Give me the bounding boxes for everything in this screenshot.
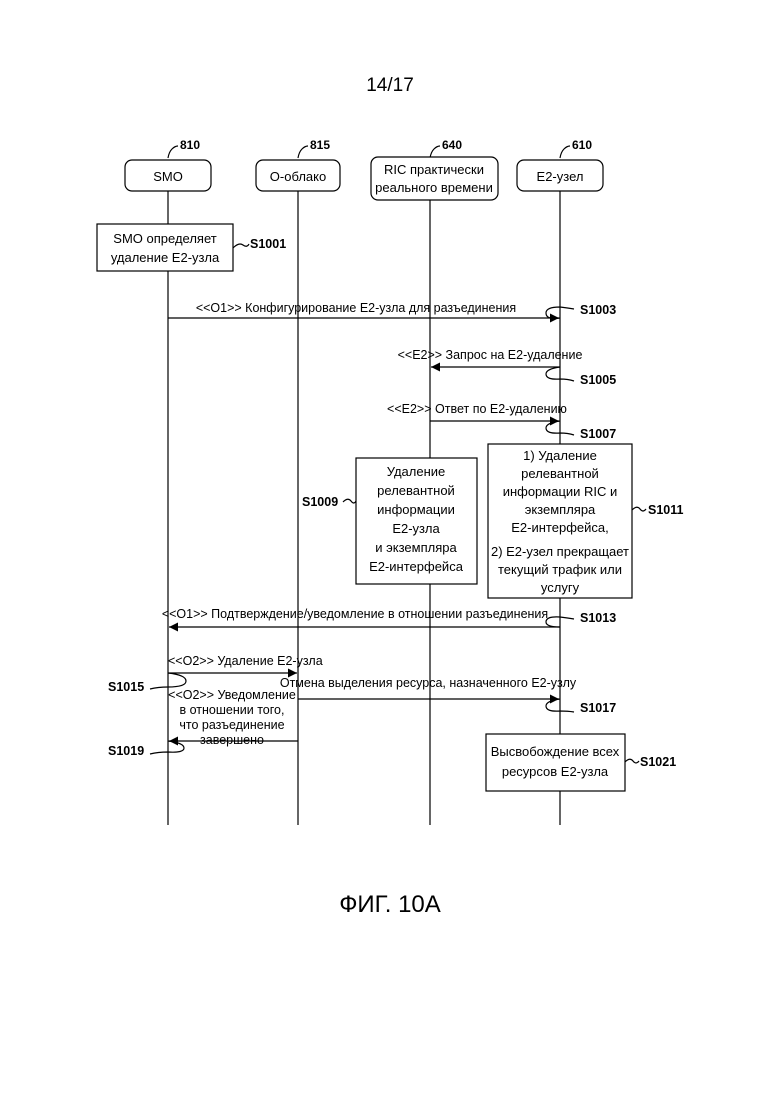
step-label-s1005: S1005 — [546, 367, 616, 387]
svg-text:640: 640 — [442, 138, 462, 152]
svg-text:экземпляра: экземпляра — [525, 502, 596, 517]
svg-text:S1009: S1009 — [302, 495, 338, 509]
entity-ref-e2node: 610 — [560, 138, 592, 158]
message-s1017: Отмена выделения ресурса, назначенного E… — [280, 676, 577, 699]
svg-text:<<E2>> Ответ по E2-удалению: <<E2>> Ответ по E2-удалению — [387, 402, 567, 416]
svg-text:610: 610 — [572, 138, 592, 152]
svg-text:S1017: S1017 — [580, 701, 616, 715]
svg-text:S1005: S1005 — [580, 373, 616, 387]
step-label-s1017: S1017 — [546, 699, 616, 715]
page-number: 14/17 — [366, 75, 414, 96]
process-box-s1001: SMO определяет удаление E2-узла — [97, 224, 233, 271]
svg-text:ресурсов E2-узла: ресурсов E2-узла — [502, 764, 609, 779]
svg-text:в отношении того,: в отношении того, — [180, 703, 285, 717]
message-s1015: <<O2>> Удаление E2-узла — [168, 654, 323, 673]
svg-text:S1013: S1013 — [580, 611, 616, 625]
svg-text:<<O1>> Конфигурирование E2-узл: <<O1>> Конфигурирование E2-узла для разъ… — [196, 301, 516, 315]
svg-text:S1015: S1015 — [108, 680, 144, 694]
step-label-s1011: S1011 — [632, 503, 684, 517]
svg-text:S1003: S1003 — [580, 303, 616, 317]
svg-text:<<O2>> Удаление E2-узла: <<O2>> Удаление E2-узла — [168, 654, 323, 668]
svg-text:что разъединение: что разъединение — [179, 718, 284, 732]
step-label-s1009: S1009 — [302, 495, 356, 509]
svg-text:информации RIC и: информации RIC и — [503, 484, 618, 499]
entity-ric: RIC практически реального времени — [371, 157, 498, 200]
svg-text:2) E2-узел прекращает: 2) E2-узел прекращает — [491, 544, 629, 559]
svg-text:S1021: S1021 — [640, 755, 676, 769]
entity-ocloud: O-облако — [256, 160, 340, 191]
process-box-s1009: Удаление релевантной информации E2-узла … — [356, 458, 477, 584]
svg-text:O-облако: O-облако — [270, 169, 326, 184]
svg-text:завершено: завершено — [200, 733, 264, 747]
svg-text:релевантной: релевантной — [377, 483, 455, 498]
entity-e2node: E2-узел — [517, 160, 603, 191]
step-label-s1007: S1007 — [546, 421, 616, 441]
process-box-s1021: Высвобождение всех ресурсов E2-узла — [486, 734, 625, 791]
step-label-s1013: S1013 — [546, 611, 616, 627]
svg-text:<<O2>> Уведомление: <<O2>> Уведомление — [168, 688, 296, 702]
entity-smo: SMO — [125, 160, 211, 191]
svg-text:RIC практически: RIC практически — [384, 162, 484, 177]
step-label-s1003: S1003 — [546, 303, 616, 318]
step-label-s1001: S1001 — [233, 237, 286, 251]
svg-text:E2-интерфейса: E2-интерфейса — [369, 559, 464, 574]
svg-text:1) Удаление: 1) Удаление — [523, 448, 597, 463]
step-label-s1021: S1021 — [625, 755, 676, 769]
svg-text:E2-интерфейса,: E2-интерфейса, — [511, 520, 608, 535]
message-s1019: <<O2>> Уведомление в отношении того, что… — [168, 688, 298, 747]
message-s1007: <<E2>> Ответ по E2-удалению — [387, 402, 567, 421]
svg-text:удаление E2-узла: удаление E2-узла — [111, 250, 220, 265]
message-s1005: <<E2>> Запрос на E2-удаление — [398, 348, 583, 367]
svg-text:услугу: услугу — [541, 580, 580, 595]
svg-text:<<O1>> Подтверждение/уведомлен: <<O1>> Подтверждение/уведомление в отнош… — [162, 607, 548, 621]
svg-text:Отмена выделения ресурса, назн: Отмена выделения ресурса, назначенного E… — [280, 676, 577, 690]
svg-text:Удаление: Удаление — [387, 464, 446, 479]
svg-text:релевантной: релевантной — [521, 466, 599, 481]
figure-caption: ФИГ. 10A — [339, 891, 441, 918]
svg-text:Высвобождение всех: Высвобождение всех — [491, 744, 620, 759]
svg-text:E2-узла: E2-узла — [392, 521, 440, 536]
message-s1013: <<O1>> Подтверждение/уведомление в отнош… — [162, 607, 560, 627]
entity-ref-ric: 640 — [430, 138, 462, 158]
svg-text:SMO: SMO — [153, 169, 183, 184]
entity-ref-smo: 810 — [168, 138, 200, 158]
svg-text:текущий трафик или: текущий трафик или — [498, 562, 622, 577]
svg-text:S1019: S1019 — [108, 744, 144, 758]
svg-text:и экземпляра: и экземпляра — [375, 540, 457, 555]
svg-text:SMO определяет: SMO определяет — [113, 231, 216, 246]
svg-text:реального времени: реального времени — [375, 180, 493, 195]
message-s1003: <<O1>> Конфигурирование E2-узла для разъ… — [168, 301, 559, 318]
svg-text:E2-узел: E2-узел — [537, 169, 584, 184]
svg-text:S1011: S1011 — [648, 503, 684, 517]
svg-text:S1007: S1007 — [580, 427, 616, 441]
svg-text:S1001: S1001 — [250, 237, 286, 251]
svg-text:815: 815 — [310, 138, 330, 152]
entity-ref-ocloud: 815 — [298, 138, 330, 158]
svg-text:<<E2>> Запрос на E2-удаление: <<E2>> Запрос на E2-удаление — [398, 348, 583, 362]
step-label-s1019: S1019 — [108, 741, 184, 758]
svg-text:810: 810 — [180, 138, 200, 152]
svg-text:информации: информации — [377, 502, 455, 517]
process-box-s1011: 1) Удаление релевантной информации RIC и… — [488, 444, 632, 598]
